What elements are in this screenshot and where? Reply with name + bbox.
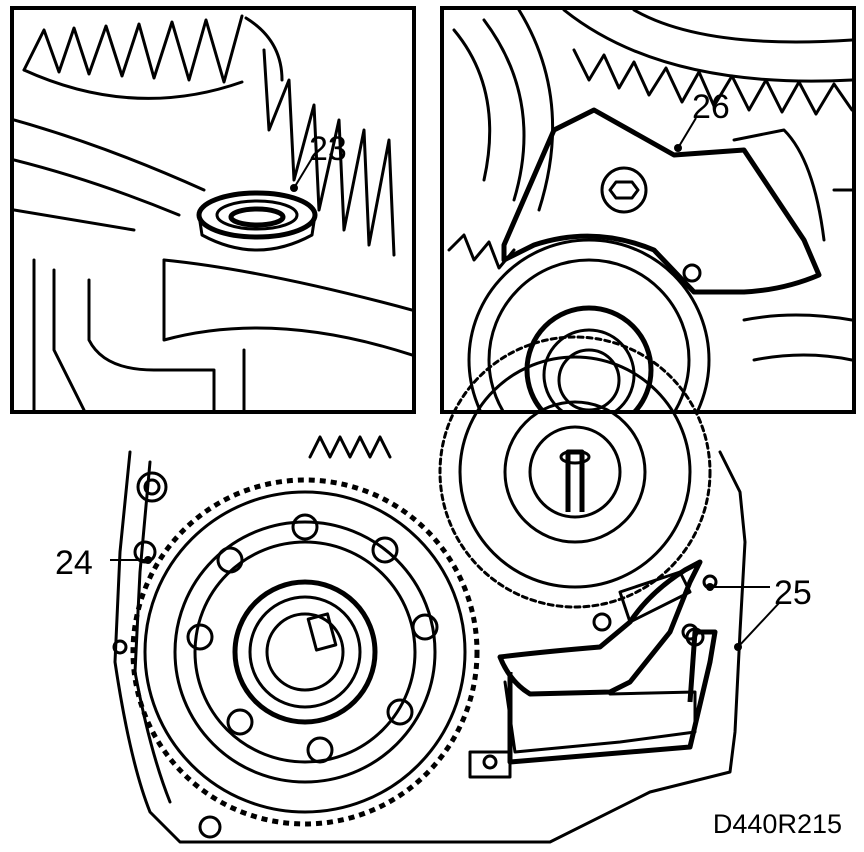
callout-25: 25 [774, 574, 812, 612]
final-drive-gear [130, 477, 480, 827]
callout-26: 26 [692, 88, 730, 126]
callout-24: 24 [55, 544, 93, 582]
document-id: D440R215 [712, 809, 842, 839]
gearbox-housing-view: 24 25 [55, 335, 860, 852]
detail-panel-cover: 26 [440, 6, 856, 414]
cover-illustration: 26 [447, 10, 852, 410]
cover-gasket-outline [501, 107, 822, 295]
housing-illustration: 24 25 [55, 335, 812, 844]
housing-outline [113, 450, 747, 844]
detail-panel-seal: 23 [10, 6, 416, 414]
selector-cover-gasket [497, 559, 703, 697]
seal-illustration: 23 [14, 14, 412, 410]
callout-23: 23 [309, 130, 347, 168]
